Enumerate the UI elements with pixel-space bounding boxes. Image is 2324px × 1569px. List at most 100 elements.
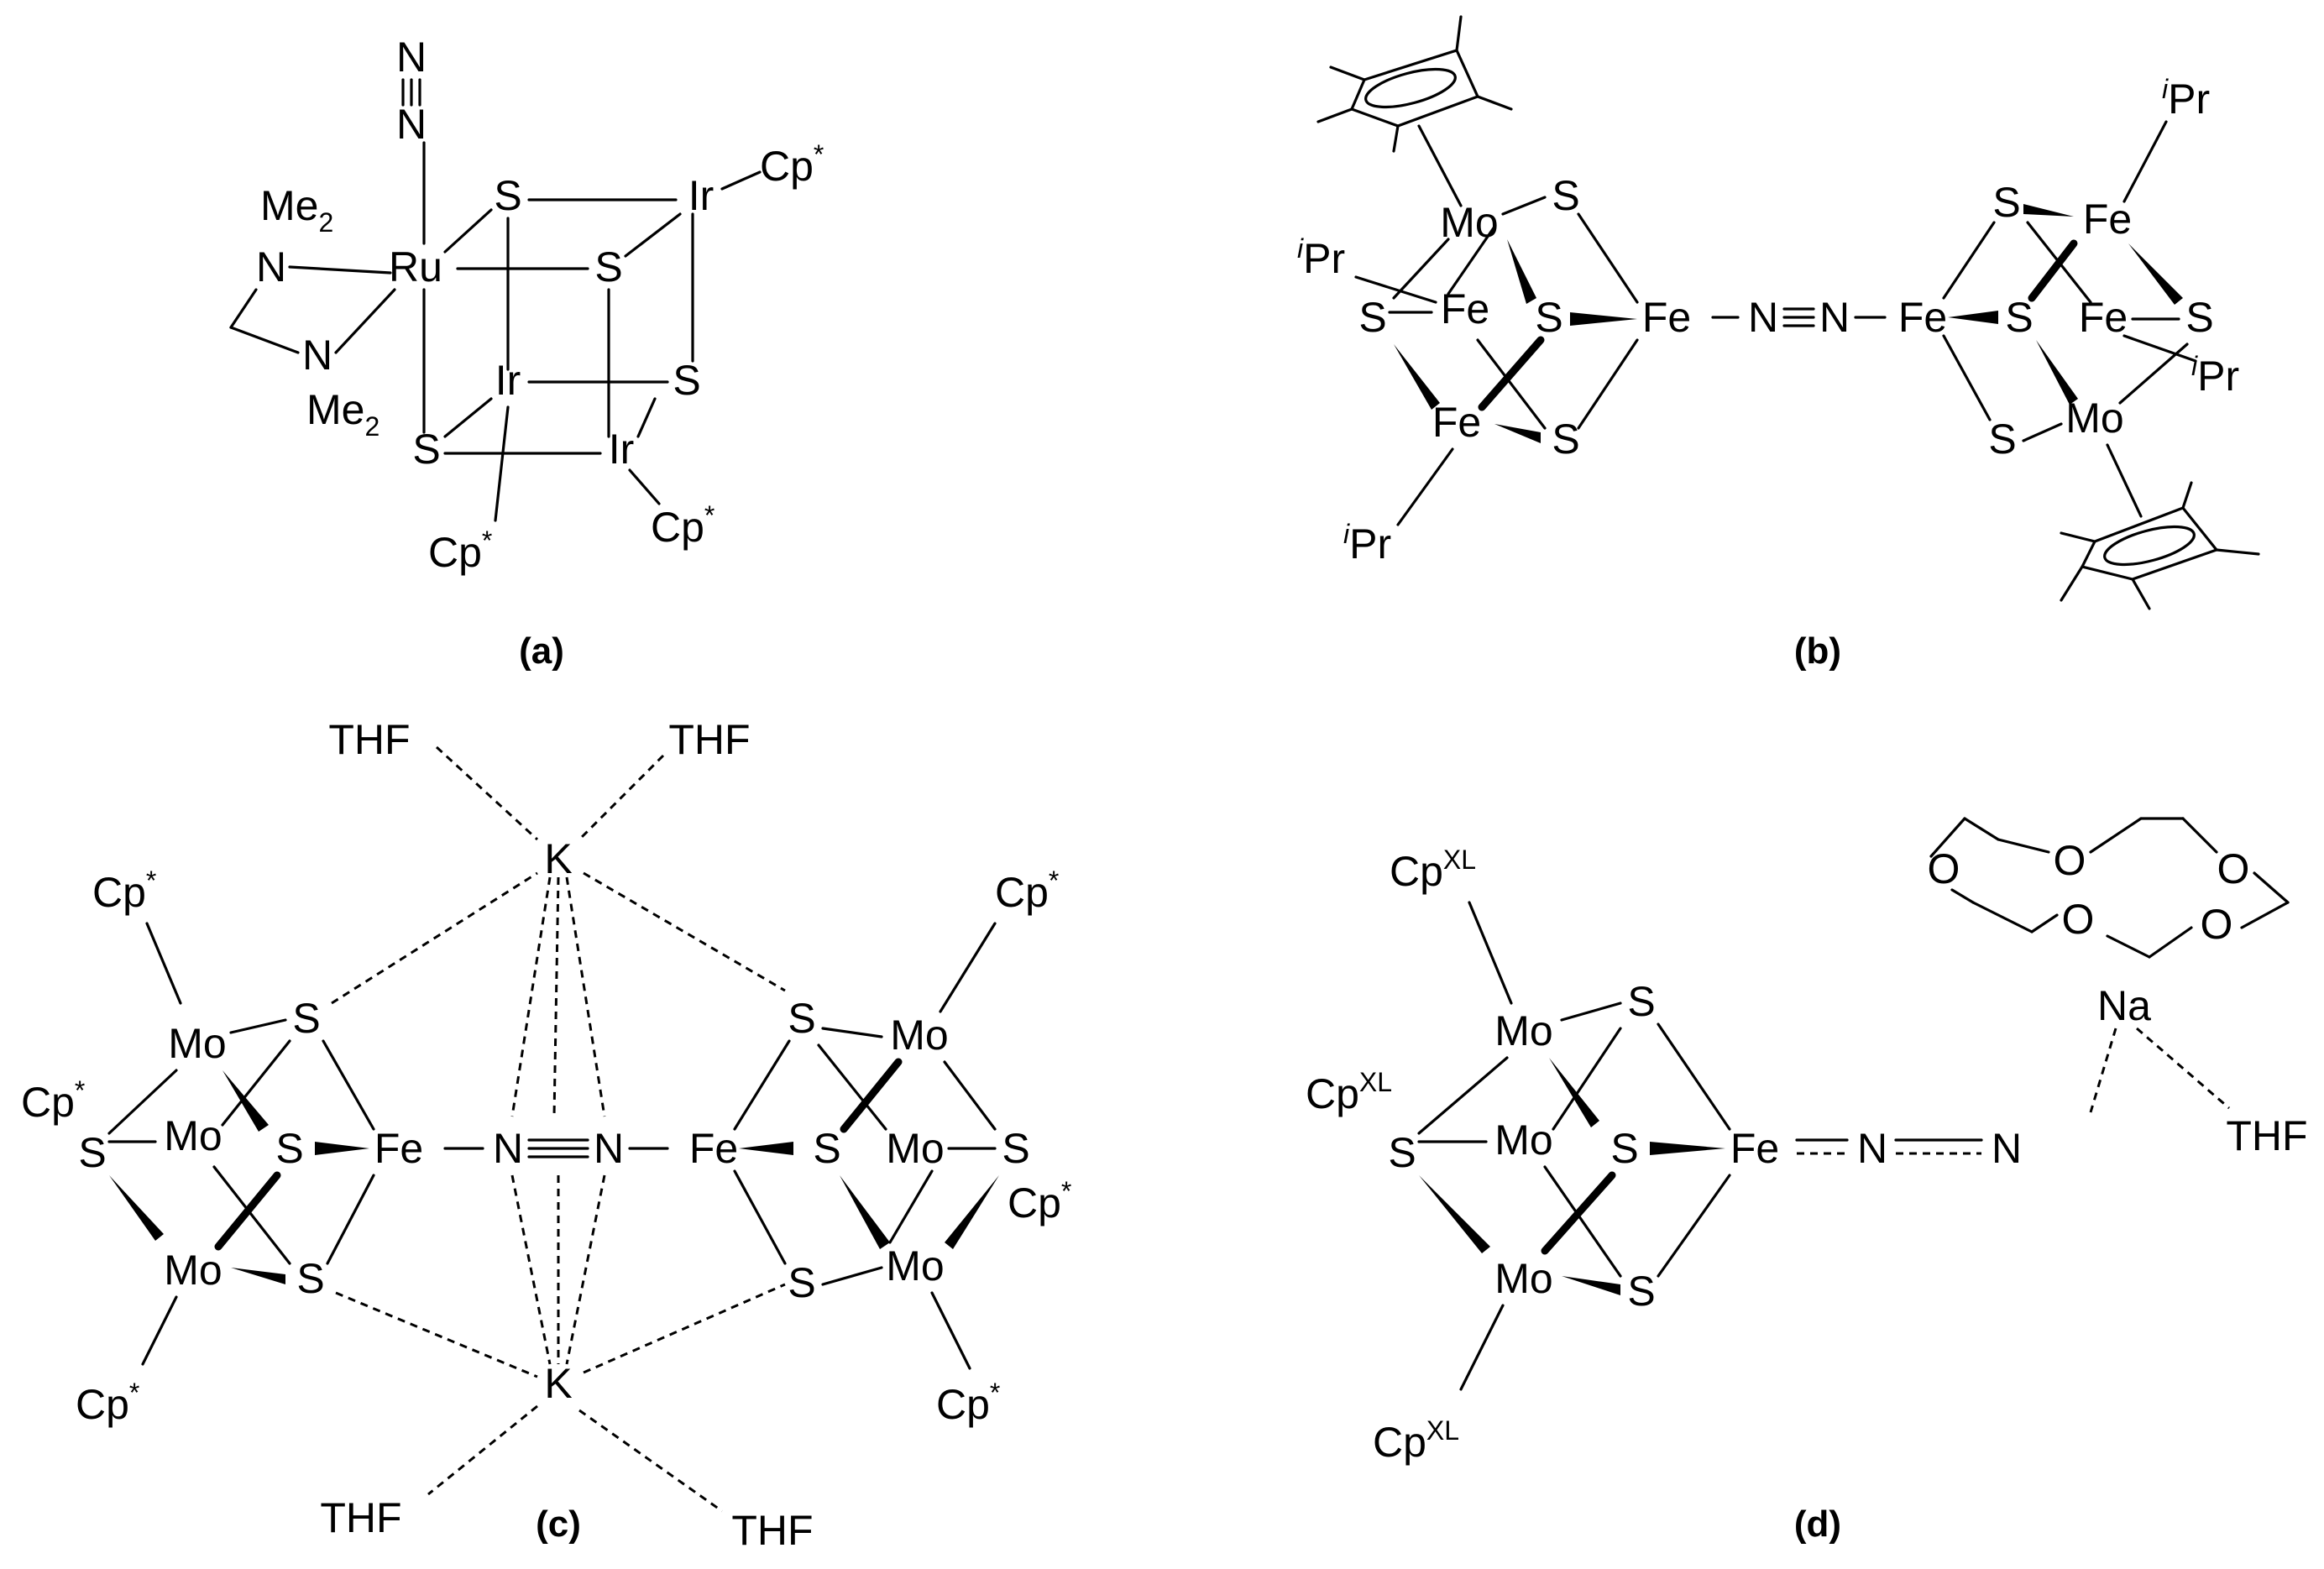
- atom-N: N: [1992, 1125, 2022, 1172]
- panel-b: Mo S Fe S S Fe Fe S iPr iPr N N Fe: [1297, 15, 2260, 672]
- atom-K: K: [544, 1360, 572, 1407]
- ligand-THF: THF: [320, 1494, 401, 1541]
- atom-Mo: Mo: [164, 1247, 222, 1294]
- atom-O: O: [2201, 901, 2233, 948]
- atom-S: S: [1552, 172, 1579, 219]
- atom-Mo: Mo: [164, 1112, 222, 1159]
- atom-S: S: [1002, 1125, 1029, 1172]
- atom-S: S: [1552, 416, 1579, 463]
- panel-a: N N Ru Ir Ir Ir S S S S Cp*: [229, 34, 824, 672]
- atom-Fe: Fe: [2079, 294, 2128, 341]
- atom-N: N: [594, 1125, 624, 1172]
- atom-N: N: [1857, 1125, 1887, 1172]
- ligand-iPr: iPr: [1343, 519, 1391, 567]
- atom-Ir: Ir: [688, 172, 714, 219]
- panel-c: THF THF K K THF THF Cp* Mo S Cp* S Mo S …: [21, 716, 1071, 1554]
- atom-Mo: Mo: [1494, 1007, 1552, 1054]
- ligand-Me2: Me2: [260, 182, 333, 238]
- ligand-THF: THF: [731, 1507, 813, 1554]
- atom-Fe: Fe: [2083, 196, 2132, 243]
- panel-label-d: (d): [1794, 1504, 1841, 1545]
- ligand-Cp-star: Cp*: [428, 526, 492, 576]
- atom-Fe: Fe: [689, 1125, 738, 1172]
- panel-label-b: (b): [1794, 630, 1841, 672]
- atom-S: S: [1627, 978, 1655, 1025]
- atom-Mo: Mo: [2065, 395, 2123, 442]
- atom-S: S: [1610, 1125, 1638, 1172]
- atom-Na: Na: [2097, 982, 2151, 1029]
- ligand-iPr: iPr: [1297, 233, 1345, 282]
- ligand-Cp-star: Cp*: [760, 139, 824, 190]
- Cp-star-ring: [1316, 15, 1513, 207]
- panel-d: O O O O O Na THF CpXL Mo S CpXL: [1306, 817, 2308, 1545]
- crown-ether: O O O O O: [1928, 817, 2290, 959]
- ligand-THF: THF: [668, 716, 750, 763]
- atom-Mo: Mo: [890, 1012, 948, 1059]
- ligand-Cp-star: Cp*: [92, 866, 156, 916]
- atom-S: S: [594, 243, 622, 290]
- atom-N: N: [256, 243, 286, 290]
- atom-S: S: [412, 426, 440, 473]
- ligand-CpXL: CpXL: [1390, 845, 1476, 895]
- atom-S: S: [788, 1259, 815, 1306]
- atom-O: O: [1928, 845, 1960, 892]
- atom-S: S: [1388, 1129, 1416, 1176]
- atom-S: S: [1992, 179, 2020, 226]
- atom-S: S: [494, 172, 521, 219]
- atom-Mo: Mo: [1494, 1117, 1552, 1164]
- atom-S: S: [2005, 294, 2033, 341]
- atom-O: O: [2217, 845, 2250, 892]
- atom-S: S: [2185, 294, 2213, 341]
- atom-Fe: Fe: [374, 1125, 423, 1172]
- atom-N: N: [1748, 294, 1778, 341]
- panel-label-a: (a): [519, 630, 564, 672]
- ligand-Cp-star: Cp*: [936, 1378, 1000, 1428]
- atom-Mo: Mo: [886, 1242, 944, 1289]
- ligand-iPr: iPr: [2191, 351, 2239, 400]
- atom-S: S: [275, 1125, 303, 1172]
- ligand-CpXL: CpXL: [1306, 1067, 1392, 1117]
- atom-Mo: Mo: [886, 1125, 944, 1172]
- atom-Fe: Fe: [1642, 294, 1691, 341]
- atom-S: S: [1358, 294, 1386, 341]
- ligand-CpXL: CpXL: [1373, 1415, 1459, 1466]
- ligand-Cp-star: Cp*: [651, 500, 714, 551]
- atom-Fe: Fe: [1432, 399, 1481, 446]
- atom-S: S: [292, 995, 320, 1042]
- atom-S: S: [673, 357, 700, 404]
- ligand-Me2: Me2: [306, 386, 379, 442]
- atom-Fe: Fe: [1730, 1125, 1779, 1172]
- atom-N: N: [396, 34, 427, 81]
- dinitrogen-ligand: N N: [396, 34, 427, 245]
- ligand-Cp-star: Cp*: [21, 1075, 85, 1126]
- atom-S: S: [1627, 1268, 1655, 1315]
- atom-S: S: [296, 1255, 324, 1302]
- atom-O: O: [2054, 837, 2086, 884]
- atom-O: O: [2062, 896, 2095, 943]
- ligand-Cp-star: Cp*: [1008, 1176, 1071, 1226]
- atom-N: N: [493, 1125, 523, 1172]
- ligand-THF: THF: [2226, 1112, 2307, 1159]
- atom-K: K: [544, 835, 572, 882]
- panel-label-c: (c): [536, 1504, 581, 1545]
- atom-Mo: Mo: [1494, 1255, 1552, 1302]
- atom-Mo: Mo: [1440, 199, 1498, 246]
- atom-S: S: [78, 1129, 106, 1176]
- ligand-Cp-star: Cp*: [76, 1378, 139, 1428]
- atom-N: N: [302, 332, 332, 379]
- atom-N: N: [396, 101, 427, 148]
- atom-S: S: [1988, 416, 2016, 463]
- atom-Fe: Fe: [1898, 294, 1947, 341]
- atom-S: S: [1535, 294, 1562, 341]
- atom-S: S: [813, 1125, 840, 1172]
- atom-Mo: Mo: [168, 1020, 226, 1067]
- atom-N: N: [1819, 294, 1850, 341]
- ligand-Cp-star: Cp*: [995, 866, 1059, 916]
- ligand-iPr: iPr: [2162, 74, 2210, 123]
- atom-Ru: Ru: [389, 243, 442, 290]
- Cp-star-ring: [2060, 443, 2260, 610]
- ligand-THF: THF: [328, 716, 410, 763]
- atom-S: S: [788, 995, 815, 1042]
- atom-Ir: Ir: [609, 426, 635, 473]
